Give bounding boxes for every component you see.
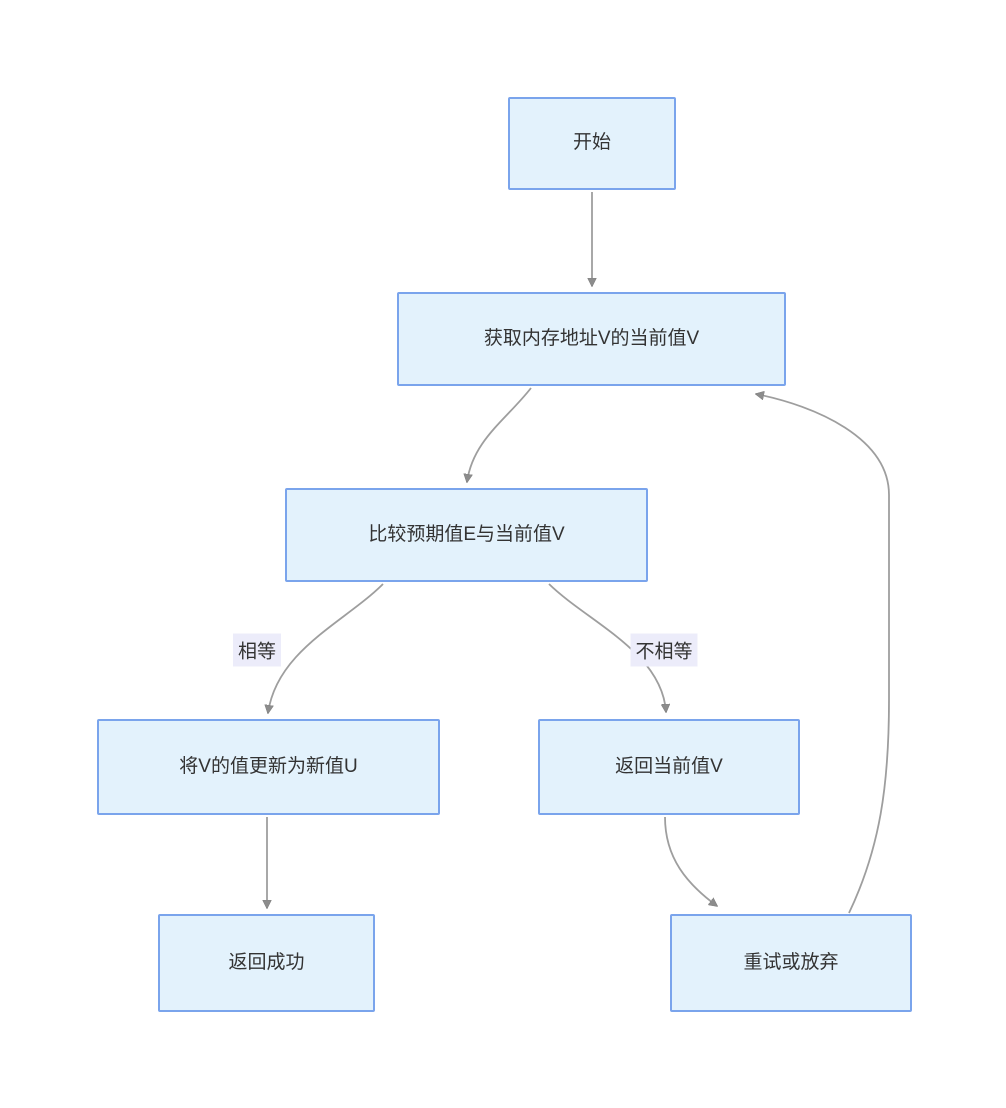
edge-label-equal: 相等 xyxy=(232,633,282,667)
edge-return-current-to-retry xyxy=(664,816,717,906)
flow-node-start: 开始 xyxy=(508,97,676,190)
edge-compare-to-update xyxy=(268,583,384,713)
flow-node-update-value: 将V的值更新为新值U xyxy=(97,719,440,815)
flow-node-compare-expected: 比较预期值E与当前值V xyxy=(285,488,648,582)
flow-node-return-current-value: 返回当前值V xyxy=(538,719,800,815)
edge-fetch-to-compare xyxy=(467,387,532,482)
flow-node-retry-or-abort: 重试或放弃 xyxy=(670,914,912,1012)
edge-retry-to-fetch xyxy=(756,394,890,914)
flow-node-return-success: 返回成功 xyxy=(158,914,375,1012)
edge-label-not-equal: 不相等 xyxy=(630,633,698,667)
flow-node-fetch-current-value: 获取内存地址V的当前值V xyxy=(397,292,786,386)
edge-compare-to-return-current xyxy=(548,583,666,712)
